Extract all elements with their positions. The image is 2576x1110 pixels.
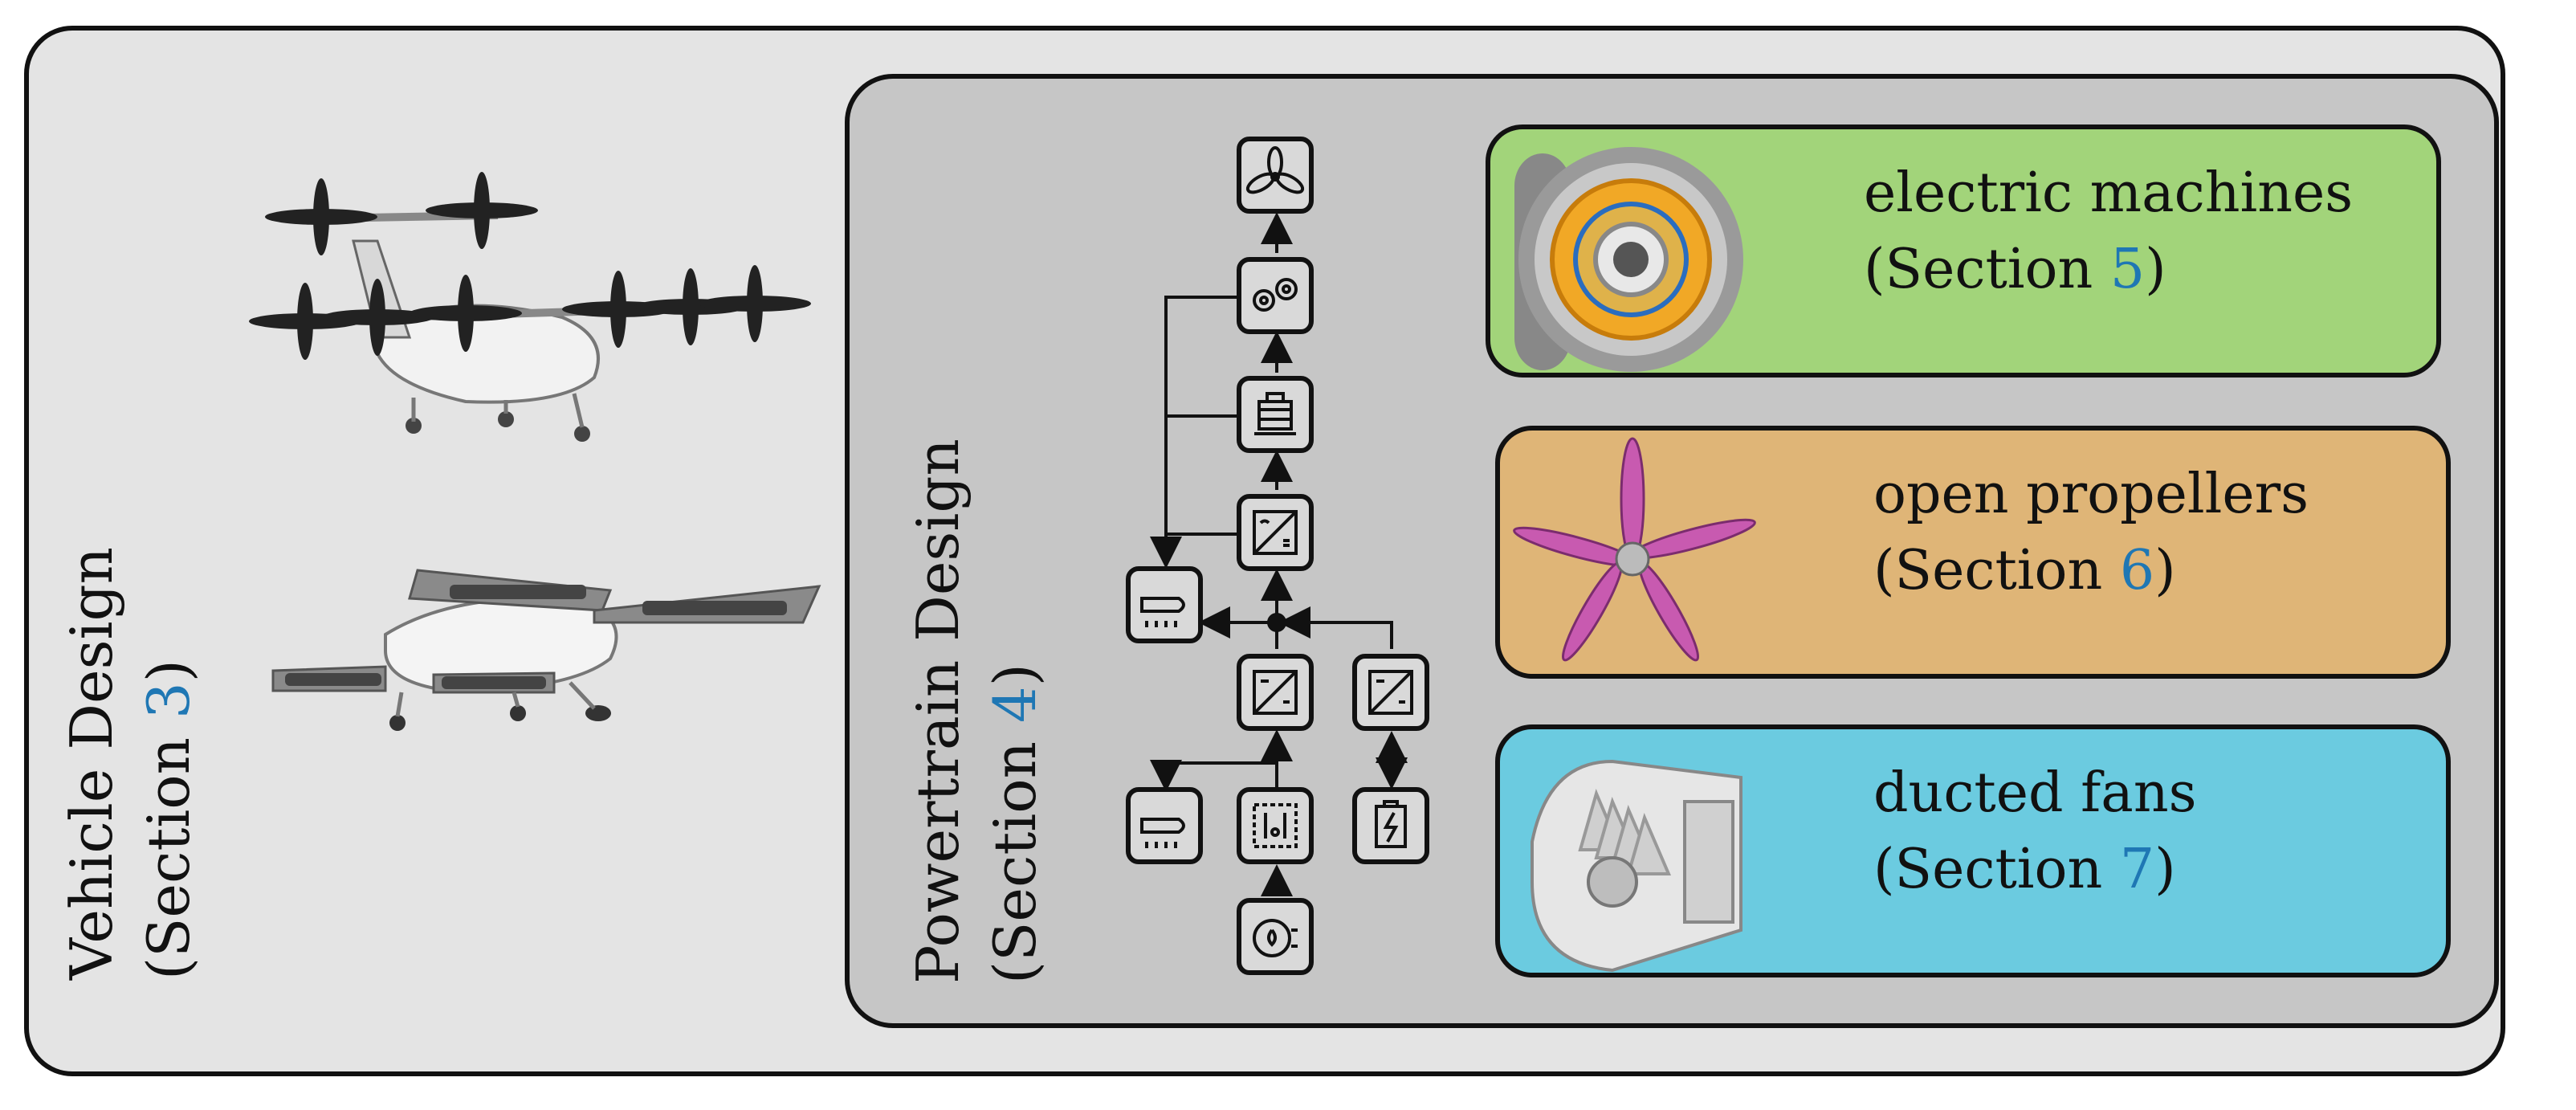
card-electric-machines: electric machines (Section 5) bbox=[1486, 124, 2441, 377]
card-title: electric machines bbox=[1864, 161, 2354, 225]
hydrogen-tank-icon bbox=[1237, 898, 1314, 975]
card-ducted-fans: ducted fans (Section 7) bbox=[1495, 724, 2451, 977]
card-title: ducted fans bbox=[1873, 761, 2197, 825]
inverter-icon bbox=[1237, 494, 1314, 571]
dc-dc-converter-battery-icon bbox=[1352, 654, 1429, 731]
ducted-fan-icon bbox=[1531, 759, 1742, 973]
propeller-icon bbox=[1237, 137, 1314, 214]
fuel-cell-stack-icon bbox=[1237, 787, 1314, 864]
open-propeller-icon bbox=[1513, 437, 1756, 662]
card-section: (Section 7) bbox=[1873, 838, 2176, 901]
card-title: open propellers bbox=[1873, 463, 2309, 526]
gearbox-icon bbox=[1237, 257, 1314, 334]
dc-dc-converter-icon bbox=[1237, 654, 1314, 731]
duct-fan-row bbox=[285, 585, 787, 689]
multirotor-aircraft-icon bbox=[249, 172, 811, 442]
card-section: (Section 6) bbox=[1873, 539, 2176, 602]
card-open-propellers: open propellers (Section 6) bbox=[1495, 426, 2451, 679]
card-section: (Section 5) bbox=[1864, 238, 2166, 301]
electric-machine-icon bbox=[1514, 147, 1743, 372]
ducted-fan-aircraft-icon bbox=[271, 569, 821, 731]
fuel-cell-thermal-icon bbox=[1126, 787, 1203, 864]
power-bus-junction bbox=[1267, 613, 1286, 632]
battery-icon bbox=[1352, 787, 1429, 864]
motor-icon bbox=[1237, 376, 1314, 453]
thermal-management-icon bbox=[1126, 566, 1203, 643]
